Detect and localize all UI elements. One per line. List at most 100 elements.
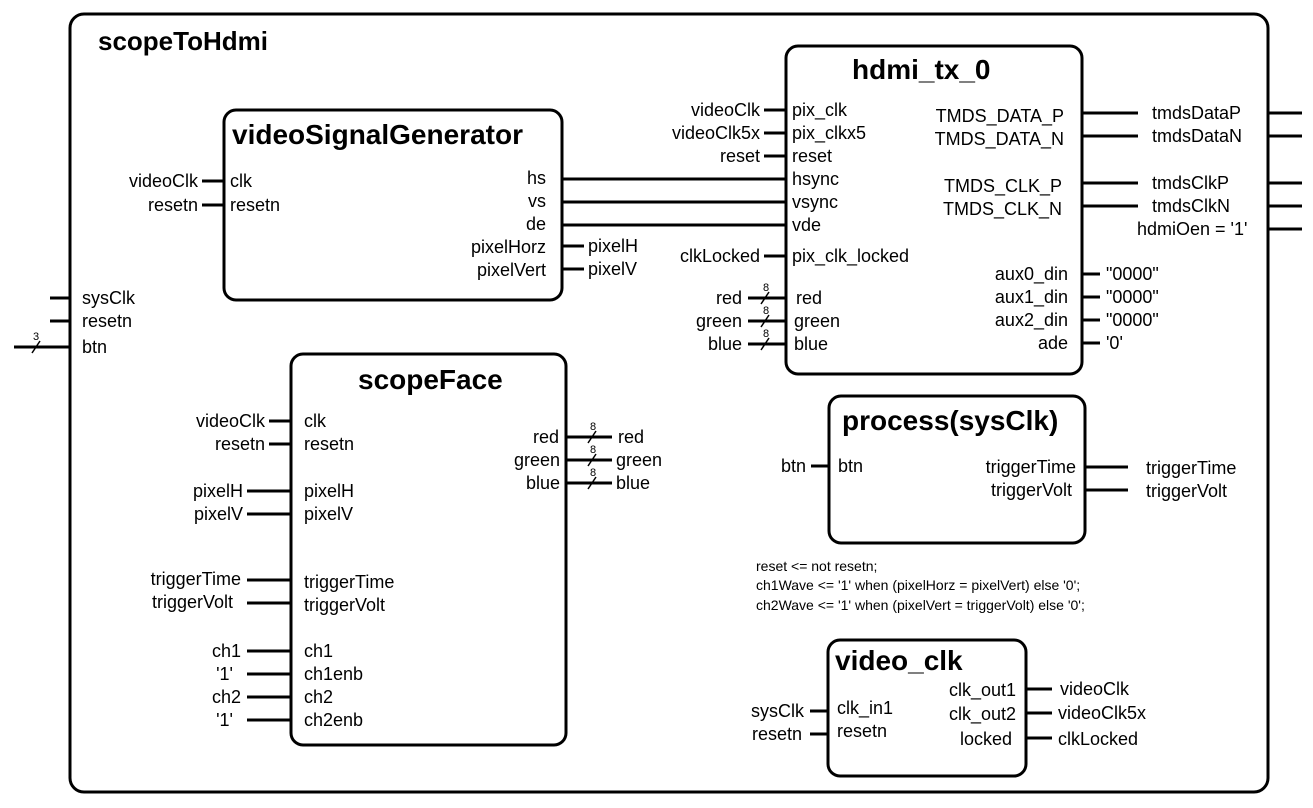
hdmi-port-tmds-clk-n: TMDS_CLK_N bbox=[943, 199, 1062, 220]
hdmi-port-reset: reset bbox=[792, 146, 832, 166]
hdmi-val-aux1: "0000" bbox=[1106, 287, 1159, 307]
vsg-port-pixelvert: pixelVert bbox=[477, 260, 546, 280]
face-slash-red bbox=[587, 430, 597, 444]
face-bus-green: 8 bbox=[590, 444, 596, 456]
vclk-port-clk-out2: clk_out2 bbox=[949, 704, 1016, 725]
face-sig-ch2: ch2 bbox=[212, 687, 241, 707]
face-sig-pixelv: pixelV bbox=[194, 504, 243, 524]
hdmi-sig-reset: reset bbox=[720, 146, 760, 166]
top-entity-title: scopeToHdmi bbox=[98, 26, 268, 56]
hdmi-port-tmds-data-p: TMDS_DATA_P bbox=[936, 106, 1064, 127]
hdmi-port-green: green bbox=[794, 311, 840, 331]
proc-port-btn: btn bbox=[838, 456, 863, 476]
vsg-title: videoSignalGenerator bbox=[232, 119, 523, 150]
vsg-sig-resetn: resetn bbox=[148, 195, 198, 215]
face-port-pixelv: pixelV bbox=[304, 504, 353, 524]
hdmi-sig-tmdsclkn: tmdsClkN bbox=[1152, 196, 1230, 216]
face-slash-green bbox=[587, 453, 597, 467]
hdmi-port-pix-clkx5: pix_clkx5 bbox=[792, 123, 866, 144]
bus-width-btn: 3 bbox=[33, 331, 39, 343]
face-port-ch1: ch1 bbox=[304, 641, 333, 661]
hdmi-port-pix-clk: pix_clk bbox=[792, 100, 848, 121]
proc-port-triggervolt: triggerVolt bbox=[991, 480, 1072, 500]
vsg-sig-pixelv: pixelV bbox=[588, 259, 637, 279]
block-process: process(sysClk) btn btn triggerTime trig… bbox=[781, 394, 1236, 545]
proc-title: process(sysClk) bbox=[842, 405, 1058, 436]
hdmi-sig-clklocked: clkLocked bbox=[680, 246, 760, 266]
vsg-port-pixelhorz: pixelHorz bbox=[471, 237, 546, 257]
proc-box bbox=[827, 394, 1087, 545]
proc-sig-triggervolt: triggerVolt bbox=[1146, 481, 1227, 501]
face-sig-red: red bbox=[618, 427, 644, 447]
proc-port-triggertime: triggerTime bbox=[986, 457, 1076, 477]
face-title: scopeFace bbox=[358, 364, 503, 395]
hdmi-sig-hdmioen: hdmiOen = '1' bbox=[1137, 219, 1247, 239]
block-hdmi-tx: hdmi_tx_0 videoClk videoClk5x reset clkL… bbox=[672, 44, 1247, 376]
hdmi-box bbox=[784, 44, 1084, 376]
hdmi-val-aux0: "0000" bbox=[1106, 264, 1159, 284]
hdmi-sig-tmdsdatap: tmdsDataP bbox=[1152, 103, 1241, 123]
face-bus-red: 8 bbox=[590, 421, 596, 433]
vsg-port-de: de bbox=[526, 214, 546, 234]
vclk-port-resetn: resetn bbox=[837, 721, 887, 741]
face-sig-ch2enb: '1' bbox=[216, 710, 233, 730]
hdmi-sig-videoclk5x: videoClk5x bbox=[672, 123, 760, 143]
hdmi-sig-blue: blue bbox=[708, 334, 742, 354]
hdmi-port-ade: ade bbox=[1038, 333, 1068, 353]
face-port-ch2enb: ch2enb bbox=[304, 710, 363, 730]
face-sig-green: green bbox=[616, 450, 662, 470]
face-port-clk: clk bbox=[304, 411, 327, 431]
face-port-red: red bbox=[533, 427, 559, 447]
code-line-reset: reset <= not resetn; bbox=[756, 558, 877, 574]
hdmi-port-aux0-din: aux0_din bbox=[995, 264, 1068, 285]
proc-sig-btn: btn bbox=[781, 456, 806, 476]
hdmi-port-vsync: vsync bbox=[792, 192, 838, 212]
top-port-sysclk: sysClk bbox=[82, 288, 136, 308]
face-sig-pixelh: pixelH bbox=[193, 481, 243, 501]
hdmi-port-blue: blue bbox=[794, 334, 828, 354]
face-sig-videoclk: videoClk bbox=[196, 411, 266, 431]
hdmi-sig-tmdsclkp: tmdsClkP bbox=[1152, 173, 1229, 193]
vclk-sig-sysclk: sysClk bbox=[751, 701, 805, 721]
hdmi-sig-tmdsdatan: tmdsDataN bbox=[1152, 126, 1242, 146]
hdmi-port-aux2-din: aux2_din bbox=[995, 310, 1068, 331]
code-line-ch2wave: ch2Wave <= '1' when (pixelVert = trigger… bbox=[756, 597, 1085, 613]
hdmi-bus-green: 8 bbox=[763, 305, 769, 317]
face-sig-ch1: ch1 bbox=[212, 641, 241, 661]
hdmi-port-red: red bbox=[796, 288, 822, 308]
hdmi-sig-videoclk: videoClk bbox=[691, 100, 761, 120]
vsg-sig-videoclk: videoClk bbox=[129, 171, 199, 191]
hdmi-bus-blue: 8 bbox=[763, 328, 769, 340]
vclk-port-clk-out1: clk_out1 bbox=[949, 680, 1016, 701]
hdmi-port-tmds-clk-p: TMDS_CLK_P bbox=[944, 176, 1062, 197]
hdmi-slash-red bbox=[760, 291, 770, 305]
vclk-port-clk-in1: clk_in1 bbox=[837, 698, 893, 719]
face-box bbox=[289, 352, 568, 747]
face-port-green: green bbox=[514, 450, 560, 470]
face-sig-ch1enb: '1' bbox=[216, 664, 233, 684]
vsg-port-clk: clk bbox=[230, 171, 253, 191]
vsg-port-resetn: resetn bbox=[230, 195, 280, 215]
hdmi-sig-green: green bbox=[696, 311, 742, 331]
block-video-clk: video_clk sysClk clk_in1 resetn resetn c… bbox=[751, 638, 1146, 778]
block-scope-face: scopeFace videoClk clk resetn resetn pix… bbox=[151, 352, 662, 747]
face-sig-resetn: resetn bbox=[215, 434, 265, 454]
vclk-sig-resetn: resetn bbox=[752, 724, 802, 744]
hdmi-val-ade: '0' bbox=[1106, 333, 1123, 353]
vclk-box bbox=[826, 638, 1028, 778]
hdmi-bus-red: 8 bbox=[763, 282, 769, 294]
bus-slash-btn bbox=[31, 340, 41, 354]
face-bus-blue: 8 bbox=[590, 467, 596, 479]
vsg-sig-pixelh: pixelH bbox=[588, 236, 638, 256]
face-port-pixelh: pixelH bbox=[304, 481, 354, 501]
hdmi-port-tmds-data-n: TMDS_DATA_N bbox=[935, 129, 1064, 150]
face-port-triggervolt: triggerVolt bbox=[304, 595, 385, 615]
hdmi-port-vde: vde bbox=[792, 215, 821, 235]
vclk-port-locked: locked bbox=[960, 729, 1012, 749]
face-sig-triggertime: triggerTime bbox=[151, 569, 241, 589]
hdmi-slash-blue bbox=[760, 337, 770, 351]
top-entity-frame bbox=[68, 12, 1270, 794]
top-port-btn: btn bbox=[82, 337, 107, 357]
hdmi-port-hsync: hsync bbox=[792, 169, 839, 189]
